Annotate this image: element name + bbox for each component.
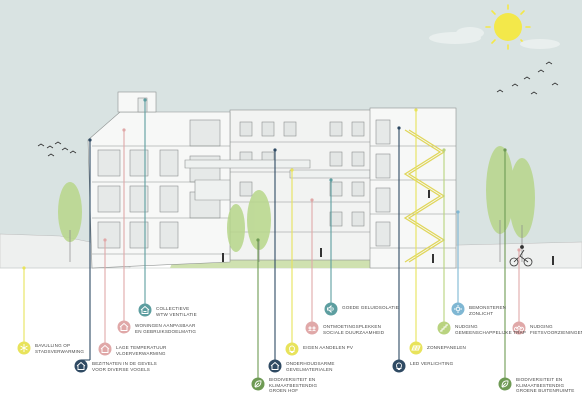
feature-label-collectieve: CollectieveWTW ventilatie: [156, 306, 197, 317]
leader-dot-goede-geluid: [329, 178, 333, 182]
feature-label-line: Collectieve: [156, 306, 190, 311]
leader-dot-nudging-fiets: [517, 248, 521, 252]
feature-label-line: Goede geluidsolatie: [342, 305, 399, 310]
leader-dot-zonnepanelen: [414, 108, 418, 112]
feature-label-line: gemeenschappelijke trap: [455, 329, 527, 335]
feature-label-goede-geluid: Goede geluidsolatie: [342, 305, 399, 311]
leader-lines: [22, 98, 521, 378]
leader-dot-collectieve: [143, 98, 147, 102]
feature-label-line: klimaatbestendig: [516, 382, 565, 388]
feature-label-woningen: Woningen aanpasbaaren gebruiksdoelmatig: [135, 323, 196, 334]
meeting-icon: [305, 321, 319, 335]
tree-trunks: [69, 220, 523, 262]
leader-dot-woningen: [122, 128, 126, 132]
feature-label-line: Bavulling op: [35, 343, 71, 348]
bulb-icon: [285, 342, 299, 356]
feature-label-line: Nudging: [530, 324, 553, 329]
leader-dot-bemonsteren: [456, 210, 460, 214]
leader-dot-nudging: [442, 148, 446, 152]
feature-label-line: Ontmoetingsplekken: [323, 324, 382, 329]
sun-icon: [451, 302, 465, 316]
feature-label-line: Eigen aandelen PV: [303, 345, 354, 350]
feature-label-line: zonlicht: [469, 310, 494, 316]
ventilation-icon: [138, 303, 152, 317]
feature-label-biodiversiteit-1: Biodiversiteit enklimaatbestendiggroen h…: [269, 377, 317, 394]
feature-label-bezitnaten: Bezitnaten in de gevelsvoor diverse voge…: [92, 361, 157, 372]
leader-dot-lage-temp: [103, 238, 107, 242]
feature-label-line: vloerverwarming: [116, 350, 166, 356]
feature-label-lage-temp: Lage temperatuurvloerverwarming: [116, 345, 166, 356]
feature-label-ontmoetingsplekken: Ontmoetingsplekkensociale duurzaamheid: [323, 324, 384, 335]
feature-label-bavulling: Bavulling opstadsverwarming: [35, 343, 84, 354]
leaf-icon: [251, 377, 265, 391]
leader-dot-bavulling: [22, 266, 26, 270]
feature-label-onderhoudsarm: Onderhoudsarmegevelmaterialen: [286, 361, 335, 372]
feature-label-line: gevelmaterialen: [286, 366, 333, 372]
leader-dot-biodiversiteit-2: [503, 148, 507, 152]
feature-label-line: groene buitenruimte: [516, 388, 575, 394]
feature-label-nudging: Nudginggemeenschappelijke trap: [455, 324, 526, 335]
feature-label-ledverlichting: LED verlichting: [410, 361, 453, 367]
sun: [485, 4, 531, 50]
leader-dot-ontmoetingsplekken: [310, 198, 314, 202]
bicycle-icon: [512, 321, 526, 335]
back-building: [229, 109, 386, 261]
feature-label-biodiversiteit-2: Biodiversiteit enklimaatbestendiggroene …: [516, 377, 575, 394]
house-arrows-icon: [117, 320, 131, 334]
solar-panel-icon: [409, 341, 423, 355]
feature-label-line: stadsverwarming: [35, 348, 85, 354]
feature-label-zonnepanelen: Zonnepanelen: [427, 345, 466, 351]
trees: [58, 146, 535, 252]
ground: [0, 252, 582, 400]
feature-label-line: Onderhoudsarme: [286, 361, 335, 366]
feature-label-line: Biodiversiteit en: [269, 377, 316, 382]
feature-label-line: Zonnepanelen: [427, 345, 466, 350]
cyclist: [509, 245, 533, 267]
galleries: [184, 159, 371, 201]
sound-icon: [324, 302, 338, 316]
feature-label-line: sociale duurzaamheid: [323, 329, 385, 335]
leader-dot-bezitnaten: [88, 138, 92, 142]
feature-label-line: Nudging: [455, 324, 478, 329]
snowflake-icon: [17, 341, 31, 355]
lightbulb-icon: [392, 359, 406, 373]
feature-label-line: Biodiversiteit en: [516, 377, 563, 382]
feature-label-line: en gebruiksdoelmatig: [135, 328, 197, 334]
feature-label-line: Woningen aanpasbaar: [135, 323, 196, 328]
people: [222, 190, 554, 265]
feature-label-line: fietsvoorzieningen: [530, 329, 582, 335]
feature-label-line: klimaatbestendig: [269, 382, 318, 388]
feature-label-line: LED verlichting: [410, 361, 454, 366]
house-heat-icon: [98, 342, 112, 356]
house-tool-icon: [268, 359, 282, 373]
bird-house-icon: [74, 359, 88, 373]
stairs-icon: [437, 321, 451, 335]
feature-icons: [17, 302, 526, 391]
feature-label-line: Bemonsteren: [469, 305, 507, 310]
feature-label-line: Lage temperatuur: [116, 345, 167, 350]
feature-label-nudging-fiets: Nudgingfietsvoorzieningen: [530, 324, 582, 335]
leader-dot-ledverlichting: [397, 126, 401, 130]
leader-dot-eigen-aandelen: [290, 168, 294, 172]
feature-label-line: WTW ventilatie: [156, 311, 197, 317]
feature-label-bemonsteren: Bemonsterenzonlicht: [469, 305, 506, 316]
feature-label-line: Bezitnaten in de gevels: [92, 361, 157, 366]
clouds: [429, 27, 560, 49]
leader-dot-onderhoudsarm: [273, 148, 277, 152]
feature-label-eigen-aandelen: Eigen aandelen PV: [303, 345, 353, 351]
feature-label-line: voor diverse vogels: [92, 366, 150, 372]
feature-label-line: groen hof: [269, 388, 299, 394]
birds: [37, 61, 559, 157]
leader-dot-biodiversiteit-1: [256, 238, 260, 242]
leaf-icon: [498, 377, 512, 391]
